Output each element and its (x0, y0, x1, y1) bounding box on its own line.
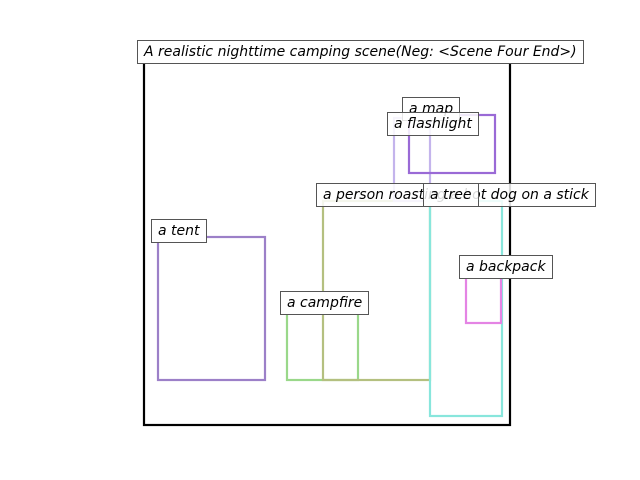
tent-label: a tent (151, 219, 207, 243)
campfire-label: a campfire (280, 291, 370, 315)
backpack-box (464, 271, 503, 325)
flashlight-label: a flashlight (387, 112, 479, 136)
scene-title: A realistic nighttime camping scene(Neg:… (137, 40, 584, 64)
tree-label: a tree (423, 183, 479, 207)
backpack-label: a backpack (459, 255, 553, 279)
tent-box (156, 235, 267, 382)
